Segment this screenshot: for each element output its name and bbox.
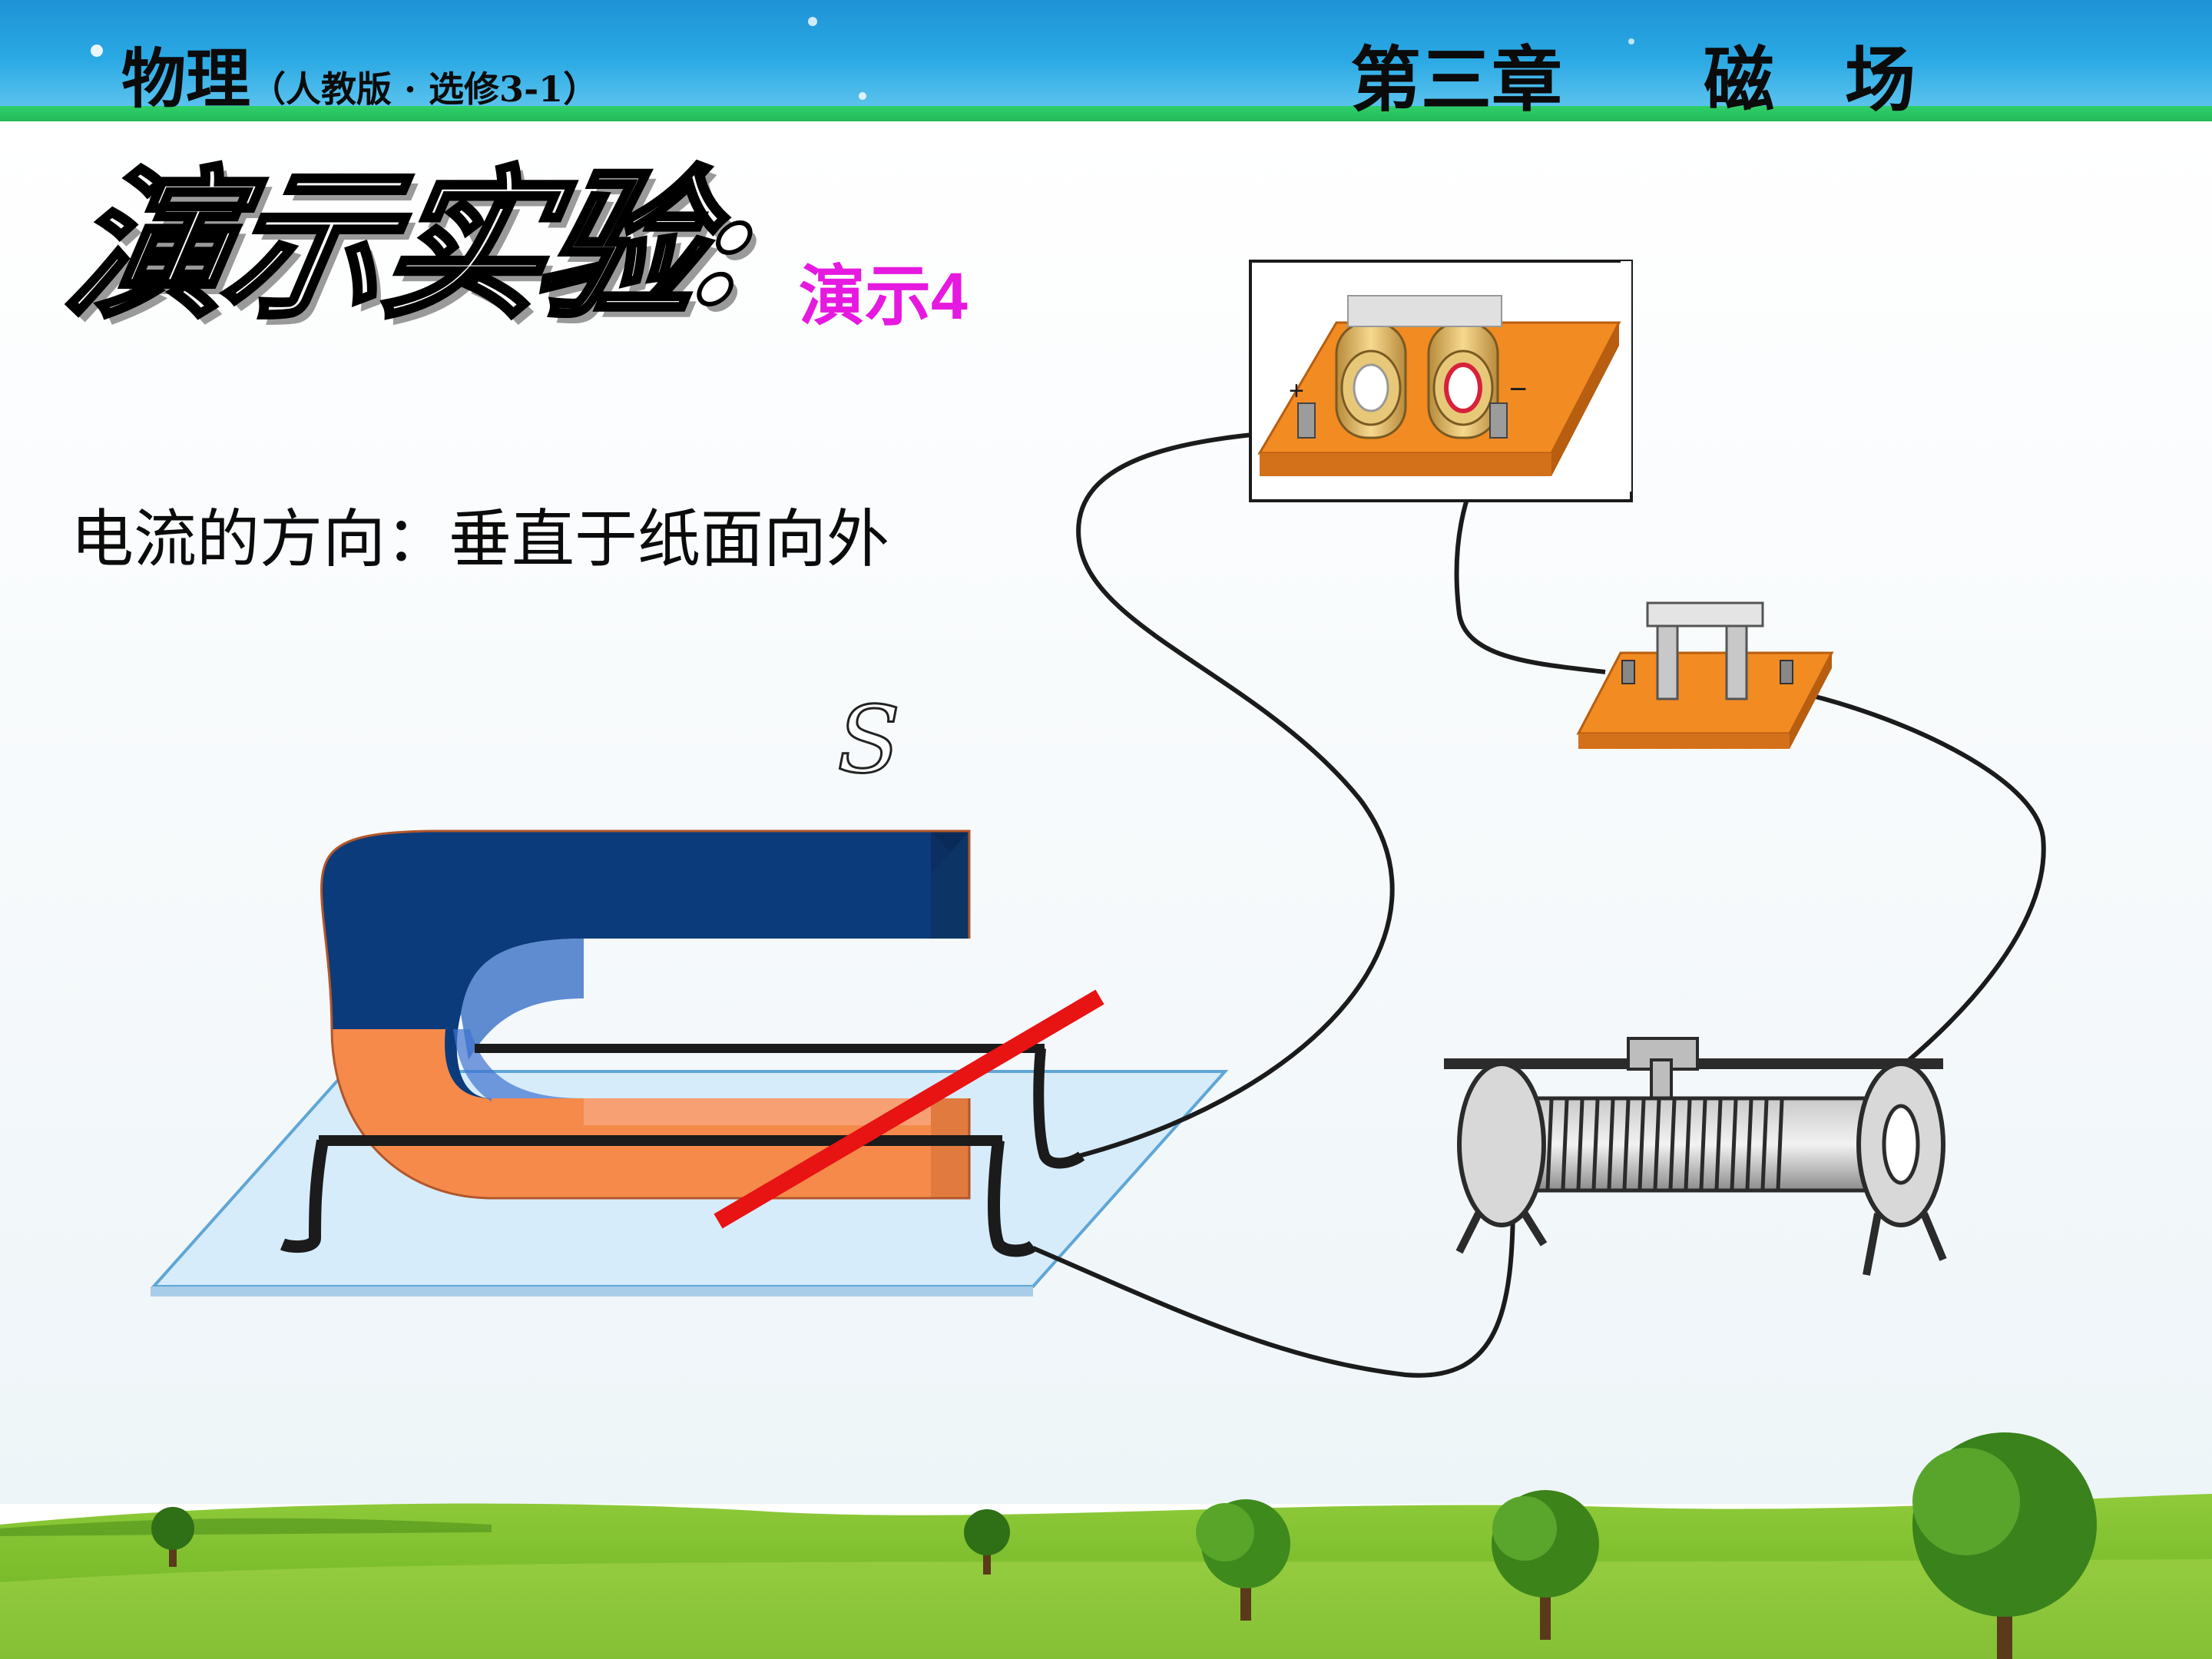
battery-terminal-negative	[1489, 402, 1508, 439]
subject-name: 物理	[121, 41, 251, 117]
tree	[1912, 1432, 2097, 1659]
header-subject: 物理（人教版 · 选修3-1）	[121, 28, 598, 121]
battery-plus-sign: +	[1289, 376, 1304, 406]
horseshoe-magnet	[320, 830, 971, 1200]
battery-minus-sign: −	[1509, 373, 1527, 406]
subject-edition: （人教版 · 选修3-1）	[250, 68, 599, 110]
chapter-title: 第三章 磁 场	[1350, 38, 1916, 121]
header-sparkle	[808, 17, 817, 26]
tree	[1196, 1499, 1290, 1621]
header-sparkle	[1628, 38, 1634, 45]
rheostat-coil	[1545, 1099, 1784, 1190]
demo-heading: 演示实验:	[52, 148, 772, 343]
landscape	[0, 1432, 2212, 1659]
current-direction-text: 电流的方向：垂直于纸面向外	[71, 503, 890, 576]
conducting-rails	[280, 1044, 1085, 1257]
battery-cell	[1427, 321, 1499, 439]
tree	[964, 1509, 1010, 1575]
demo-number: 演示4	[799, 260, 968, 333]
switch	[1576, 601, 1834, 749]
conductor-rod	[714, 989, 1104, 1229]
tree	[151, 1507, 194, 1567]
tree	[1492, 1490, 1599, 1640]
header-band	[0, 0, 2212, 108]
magnet-pole-label: S	[836, 687, 901, 796]
header-sparkle	[859, 92, 866, 100]
battery-cell	[1335, 321, 1407, 439]
header-green-stripe	[0, 106, 2212, 121]
wires	[1031, 428, 2046, 1378]
battery-terminal-positive	[1297, 402, 1316, 439]
magnet-top-arm	[430, 831, 969, 874]
battery: + −	[1249, 260, 1633, 502]
glass-plate-edge	[151, 1286, 1033, 1296]
header-sparkle	[91, 45, 103, 57]
rheostat	[1444, 1037, 1947, 1276]
